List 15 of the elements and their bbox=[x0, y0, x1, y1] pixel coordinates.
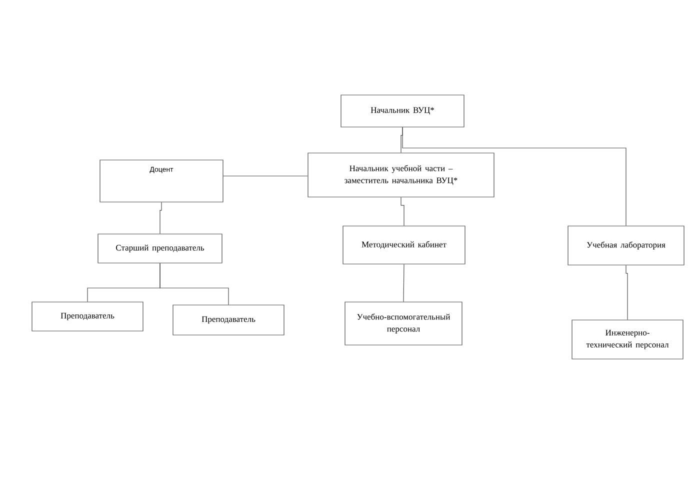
org-box: Начальник учебной части – заместитель начальника ВУЦ* bbox=[308, 152, 494, 198]
org-box: Инженерно-технический персонал bbox=[572, 320, 684, 360]
org-box: Методический кабинет bbox=[342, 226, 466, 264]
org-box: Старший преподаватель bbox=[98, 234, 222, 264]
org-box: Учебно-вспомогательный персонал bbox=[344, 302, 462, 346]
org-box: Преподаватель bbox=[172, 304, 284, 336]
connector-line bbox=[626, 265, 628, 320]
org-box: Преподаватель bbox=[32, 302, 144, 332]
connector-line bbox=[402, 127, 626, 226]
connector-line bbox=[400, 197, 404, 226]
org-box: Учебная лаборатория bbox=[568, 226, 684, 266]
connector-line bbox=[160, 263, 229, 305]
connector-line bbox=[403, 264, 404, 302]
connector-line bbox=[160, 202, 162, 234]
org-box: Начальник ВУЦ* bbox=[340, 94, 464, 128]
